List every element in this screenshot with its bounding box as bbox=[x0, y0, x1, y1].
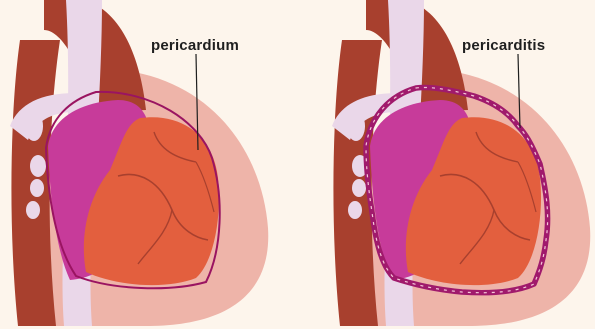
pericarditis-label: pericarditis bbox=[462, 37, 545, 54]
pericardium-label: pericardium bbox=[151, 37, 239, 54]
